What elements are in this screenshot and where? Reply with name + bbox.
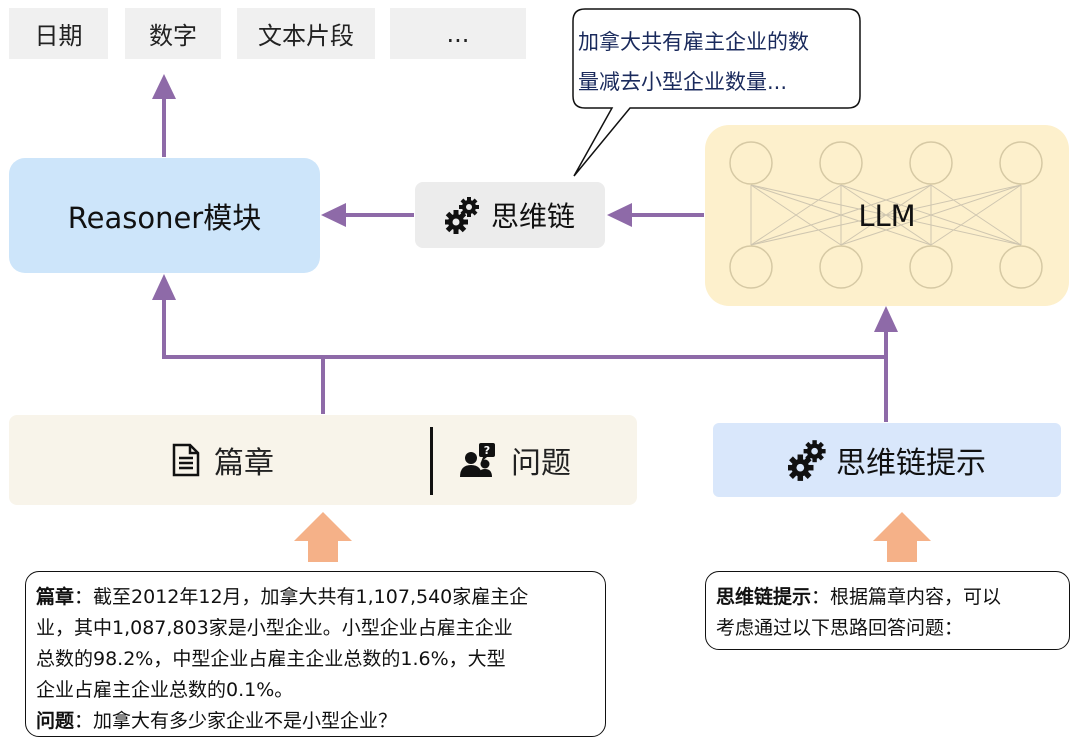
- prompt-line-1: 思维链提示：根据篇章内容，可以: [716, 582, 1059, 613]
- output-type-number: 数字: [125, 8, 221, 59]
- question-line: 问题：加拿大有多少家企业不是小型企业？: [36, 706, 595, 737]
- purple-arrows: [162, 98, 888, 422]
- prompt-text-1: ：根据篇章内容，可以: [811, 586, 1002, 608]
- reasoner-module: Reasoner模块: [9, 158, 320, 273]
- passage-input: 篇章: [172, 415, 274, 505]
- passage-text-1: ：截至2012年12月，加拿大共有1,107,540家雇主企: [74, 586, 529, 608]
- passage-line-1: 篇章：截至2012年12月，加拿大共有1,107,540家雇主企: [36, 582, 595, 613]
- passage-key: 篇章: [36, 586, 75, 608]
- output-type-text-span: 文本片段: [237, 8, 375, 59]
- prompt-key: 思维链提示: [716, 586, 812, 608]
- reasoner-label: Reasoner模块: [67, 200, 262, 235]
- bubble-line-1: 加拿大共有雇主企业的数: [578, 30, 809, 54]
- svg-text:?: ?: [484, 444, 490, 457]
- gears-icon: [788, 440, 826, 481]
- input-bar: 篇章 ? 问题: [9, 415, 637, 505]
- cot-prompt-label: 思维链提示: [836, 446, 986, 481]
- prompt-line-2: 考虑通过以下思路回答问题：: [716, 617, 964, 639]
- bubble-text: 加拿大共有雇主企业的数 量减去小型企业数量...: [578, 22, 848, 102]
- passage-line-3: 总数的98.2%，中型企业占雇主企业总数的1.6%，大型: [36, 648, 506, 670]
- document-icon: [172, 443, 200, 477]
- llm-box: LLM: [705, 125, 1069, 306]
- passage-label: 篇章: [214, 446, 274, 481]
- question-label: 问题: [511, 446, 571, 481]
- question-input: ? 问题: [459, 415, 571, 505]
- passage-line-2: 业，其中1,087,803家是小型企业。小型企业占雇主企业: [36, 617, 513, 639]
- output-type-more: ...: [390, 8, 526, 59]
- llm-label: LLM: [858, 198, 916, 233]
- question-key: 问题: [36, 710, 75, 732]
- passage-text-box: 篇章：截至2012年12月，加拿大共有1,107,540家雇主企 业，其中1,0…: [25, 571, 606, 737]
- neural-network-graphic: [729, 141, 1043, 289]
- orange-arrows: [294, 512, 931, 562]
- cot-label: 思维链: [490, 200, 575, 233]
- input-divider: [430, 427, 433, 495]
- bubble-line-2: 量减去小型企业数量...: [578, 70, 788, 94]
- person-question-icon: ?: [460, 443, 495, 477]
- gears-icon: [444, 197, 479, 234]
- question-text: ：加拿大有多少家企业不是小型企业？: [74, 710, 398, 732]
- output-type-date: 日期: [9, 8, 108, 59]
- purple-arrowheads: [152, 74, 898, 332]
- prompt-text-box: 思维链提示：根据篇章内容，可以 考虑通过以下思路回答问题：: [705, 571, 1070, 650]
- chain-of-thought-box: 思维链: [415, 182, 605, 248]
- passage-line-4: 企业占雇主企业总数的0.1%。: [36, 679, 294, 701]
- cot-prompt-box: 思维链提示: [713, 423, 1061, 497]
- speech-bubble: [572, 8, 861, 177]
